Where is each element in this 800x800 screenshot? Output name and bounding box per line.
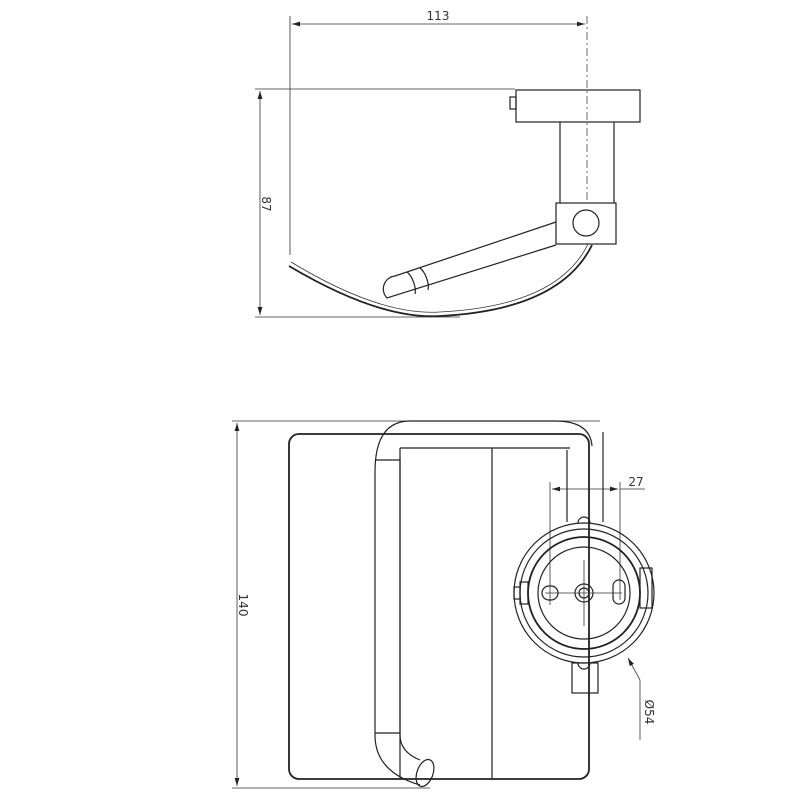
pivot-block [555,202,617,245]
roll-bar [374,472,421,786]
base-tab [571,662,599,694]
dimension-label-diameter-54: Ø54 [642,700,656,725]
cover-plate [288,433,590,780]
dimension-label-113: 113 [427,9,450,23]
front-view: 140 27 [232,420,656,789]
dimension-label-140: 140 [236,594,250,617]
cover-curve [288,244,593,318]
dimension-140: 140 [234,423,250,786]
dimension-diameter-54: Ø54 [627,657,656,740]
base-rosette [513,516,655,670]
dimension-label-87: 87 [259,196,273,211]
dimension-113: 113 [289,9,585,255]
wall-flange [515,89,641,123]
dimension-label-27: 27 [628,475,643,489]
side-view: 113 87 [255,9,641,318]
dimension-87: 87 [257,91,273,315]
